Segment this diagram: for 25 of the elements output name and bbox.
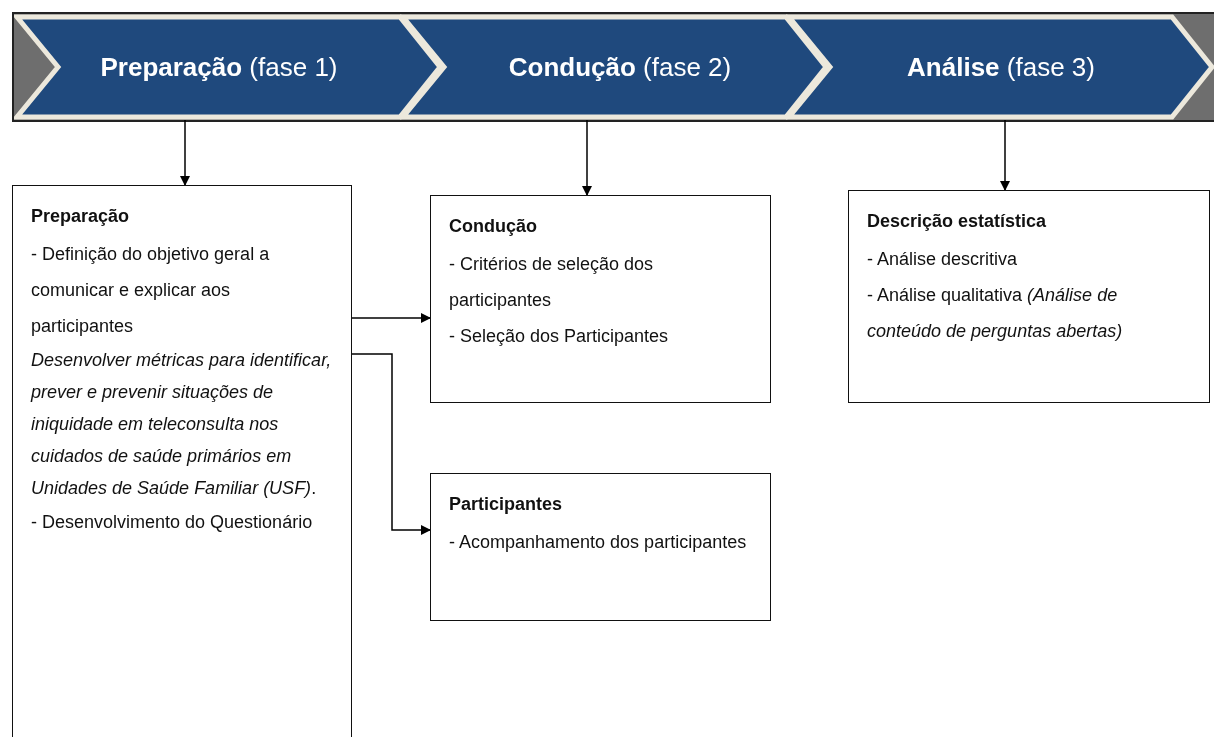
box-heading: Participantes <box>449 493 564 516</box>
phase-step-banner <box>786 14 1214 120</box>
arrow <box>351 353 431 535</box>
process-box <box>430 195 771 403</box>
process-box <box>848 190 1210 403</box>
list-item: - Definição do objetivo geral a comunicar e explicar aos participantes <box>31 243 271 338</box>
arrow <box>1000 119 1010 191</box>
list-item: Desenvolver métricas para identificar, prever e prevenir situações de iniquidade em teleconsulta nos cuidados de saúde primários em Unidades de Saúde Familiar (USF). <box>31 349 333 500</box>
process-box <box>12 185 352 737</box>
process-box <box>430 473 771 621</box>
arrow <box>351 313 431 323</box>
list-item: - Análise descritiva <box>867 248 1019 271</box>
list-item: - Critérios de seleção dos participantes <box>449 253 655 312</box>
list-item: - Análise qualitativa (Análise de conteúdo de perguntas abertas) <box>867 284 1124 343</box>
arrow <box>582 119 592 196</box>
box-heading: Preparação <box>31 205 131 228</box>
phase-label: Preparação (fase 1) <box>99 50 339 84</box>
phase-label: Análise (fase 3) <box>906 50 1096 84</box>
phase-label: Condução (fase 2) <box>507 50 733 84</box>
list-item: - Seleção dos Participantes <box>449 325 670 348</box>
list-item: - Desenvolvimento do Questionário <box>31 511 314 534</box>
box-heading: Condução <box>449 215 538 238</box>
arrow <box>180 119 190 186</box>
box-heading: Descrição estatística <box>867 210 1048 233</box>
list-item: - Acompanhamento dos participantes <box>449 531 748 554</box>
